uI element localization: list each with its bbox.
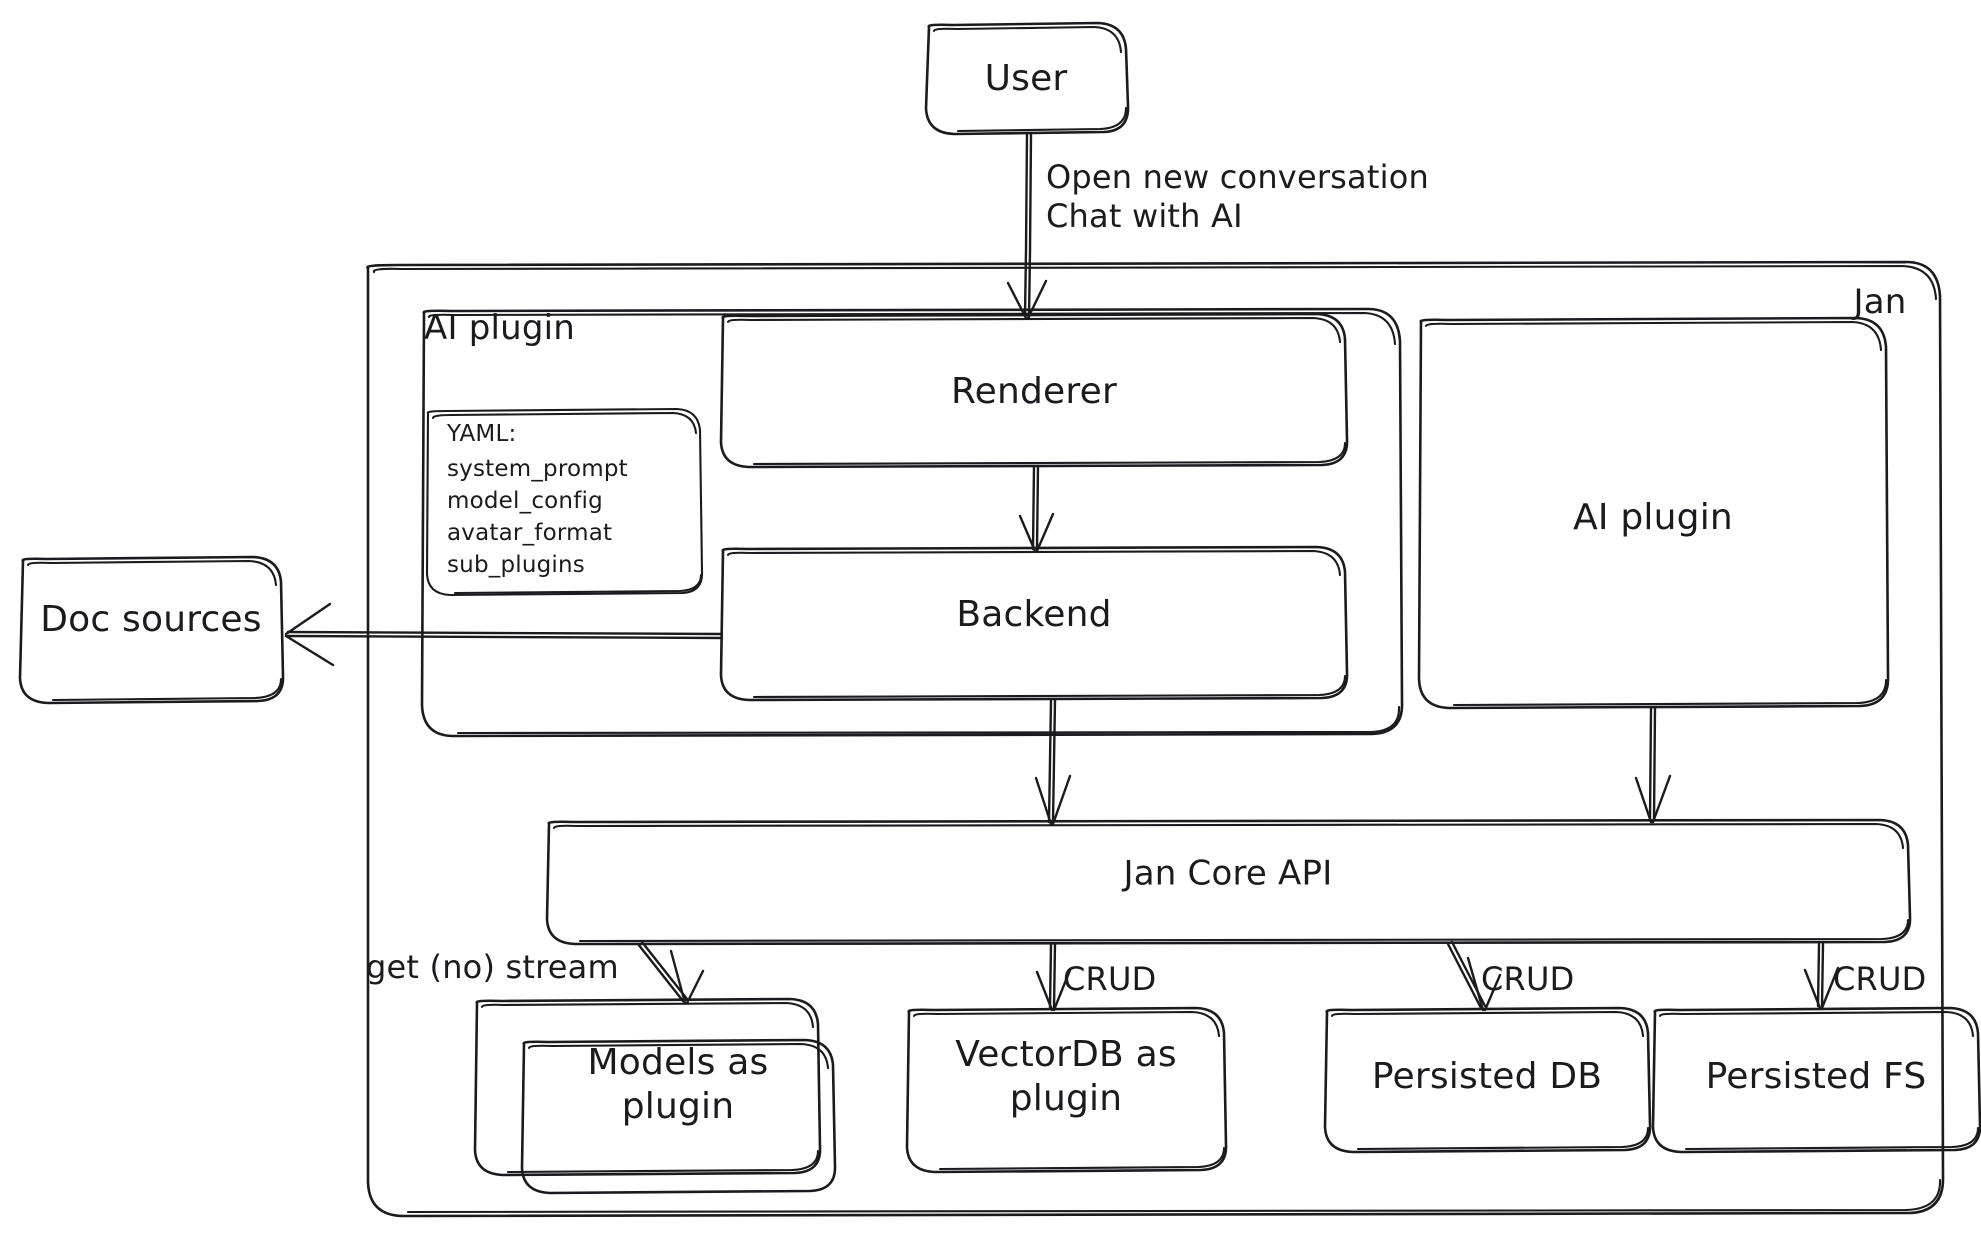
node-models-plugin-label[interactable]: Models as plugin xyxy=(587,1042,769,1127)
edge-renderer-to-backend xyxy=(1018,464,1055,553)
edge-label-crud-persisted-db: CRUD xyxy=(1481,960,1575,998)
container-jan-outline xyxy=(366,260,1945,1218)
node-jan-core-api-outline xyxy=(545,818,1912,946)
yaml-card-title: YAML: xyxy=(447,421,517,447)
edge-backend-to-core xyxy=(1034,698,1072,826)
node-persisted-fs-outline xyxy=(1651,1006,1981,1154)
yaml-key-avatar-format: avatar_format xyxy=(447,520,613,546)
yaml-key-sub-plugins: sub_plugins xyxy=(447,552,585,578)
node-jan-core-api-label[interactable]: Jan Core API xyxy=(1123,853,1333,894)
node-renderer-outline xyxy=(719,312,1349,469)
node-ai-plugin-box-outline xyxy=(1417,316,1890,710)
yaml-key-system-prompt: system_prompt xyxy=(447,456,628,482)
edge-user-to-renderer xyxy=(1006,131,1048,320)
node-persisted-fs-label[interactable]: Persisted FS xyxy=(1705,1056,1927,1098)
edge-core-to-persisted-fs xyxy=(1803,942,1840,1010)
container-jan-label: Jan xyxy=(1853,282,1907,322)
yaml-key-model-config: model_config xyxy=(447,488,603,514)
node-models-plugin-front-outline xyxy=(520,1038,837,1195)
node-renderer-label[interactable]: Renderer xyxy=(951,371,1117,413)
edge-backend-to-doc-sources xyxy=(284,602,724,667)
node-persisted-db-outline xyxy=(1323,1006,1652,1154)
node-doc-sources-outline xyxy=(18,555,285,705)
node-backend-label[interactable]: Backend xyxy=(956,594,1112,636)
node-models-plugin-back-outline xyxy=(473,997,822,1177)
edge-core-to-vectordb xyxy=(1035,942,1072,1012)
node-vectordb-plugin-label[interactable]: VectorDB as plugin xyxy=(955,1034,1177,1119)
edge-label-crud-vectordb: CRUD xyxy=(1063,960,1157,998)
edge-label-get-no-stream: get (no) stream xyxy=(366,948,619,986)
node-ai-plugin-box-label[interactable]: AI plugin xyxy=(1573,497,1733,539)
node-backend-outline xyxy=(719,545,1349,702)
edge-ai-plugin-to-core xyxy=(1634,706,1672,824)
edge-label-open-new-conversation: Open new conversation Chat with AI xyxy=(1046,158,1429,236)
yaml-card-outline xyxy=(425,407,704,597)
container-ai-plugin-group-label: AI plugin xyxy=(424,308,576,348)
edge-label-crud-persisted-fs: CRUD xyxy=(1833,960,1927,998)
node-doc-sources-label[interactable]: Doc sources xyxy=(40,599,262,641)
container-ai-plugin-group-outline xyxy=(420,307,1404,738)
node-vectordb-plugin-outline xyxy=(905,1006,1228,1174)
edge-core-to-persisted-db xyxy=(1446,940,1502,1012)
node-user-label[interactable]: User xyxy=(984,58,1068,100)
node-user-outline xyxy=(924,21,1130,136)
node-persisted-db-label[interactable]: Persisted DB xyxy=(1371,1056,1603,1098)
edge-core-to-models-plugin xyxy=(636,940,705,1005)
